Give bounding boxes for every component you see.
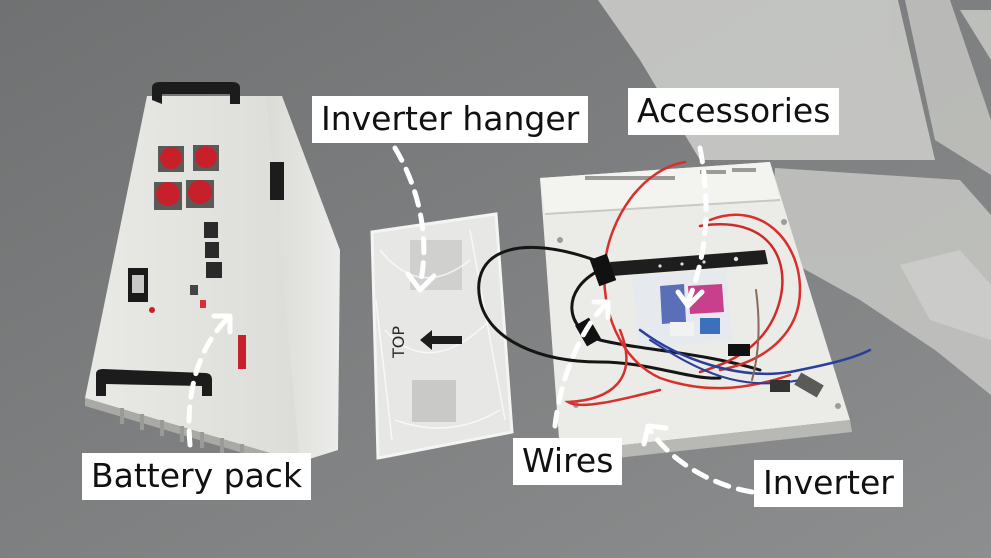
wire-connector: [794, 372, 824, 398]
wire-connector: [575, 317, 601, 347]
label-wires: Wires: [513, 438, 623, 485]
pointer-arrows: [186, 145, 755, 495]
battery-bottom-handle: [96, 369, 212, 396]
label-accessories: Accessories: [628, 88, 840, 135]
arrow-hanger: [392, 145, 427, 288]
label-inverter-hanger: Inverter hanger: [312, 96, 589, 143]
wire-connector: [728, 344, 750, 356]
pointer-arrowheads: [211, 271, 705, 447]
label-battery-pack: Battery pack: [82, 453, 312, 500]
inverter-hanger: TOP: [370, 212, 514, 460]
battery-top-handle: [152, 82, 240, 104]
battery-pack: [85, 82, 340, 470]
battery-display: [270, 162, 284, 200]
hanger-arrow-mark: [420, 330, 462, 350]
hanger-top-text: TOP: [389, 326, 408, 359]
wires: [477, 160, 872, 407]
arrow-accessories: [685, 145, 709, 305]
wire-connector: [770, 380, 790, 392]
arrow-battery: [186, 315, 231, 448]
inverter-control-panel: [610, 250, 768, 276]
arrow-inverter: [647, 427, 755, 495]
arrow-wires: [552, 302, 608, 429]
battery-terminals: [154, 145, 219, 210]
accessories-bag: [632, 270, 732, 350]
wire-connector: [589, 253, 617, 287]
label-inverter: Inverter: [754, 460, 903, 507]
